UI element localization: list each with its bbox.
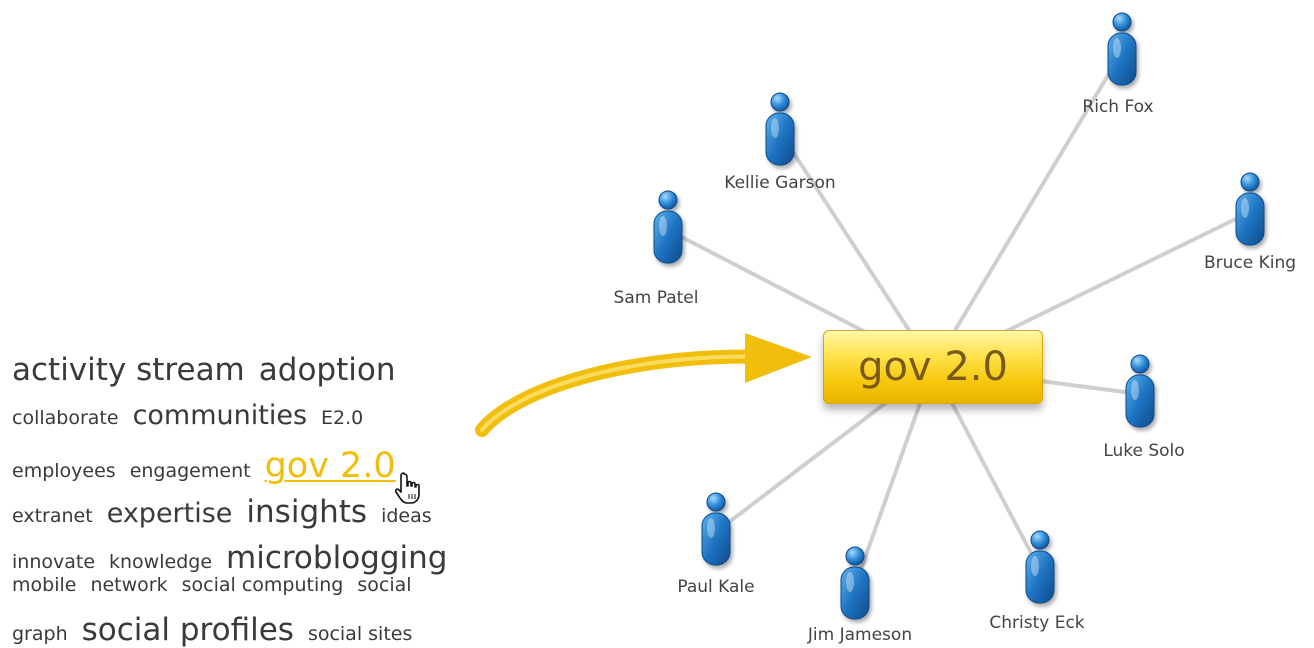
tag-innovate[interactable]: innovate <box>12 551 96 573</box>
person-kellie-garson[interactable]: Kellie Garson <box>724 92 836 193</box>
person-icon <box>1025 530 1055 604</box>
tag-graph[interactable]: graph <box>12 623 68 645</box>
person-jim-jameson[interactable]: Jim Jameson <box>807 546 912 644</box>
tag-ideas[interactable]: ideas <box>381 505 432 527</box>
person-icon <box>765 92 795 166</box>
person-name: Jim Jameson <box>807 625 912 644</box>
person-name: Luke Solo <box>1103 441 1184 461</box>
tag-microblogging[interactable]: microblogging <box>226 540 448 576</box>
hub-label: gov 2.0 <box>858 344 1008 390</box>
tag-expertise[interactable]: expertise <box>106 498 233 529</box>
person-rich-fox[interactable]: Rich Fox <box>1082 12 1154 117</box>
tag-line: graph social profiles social sites <box>12 612 426 648</box>
person-bruce-king[interactable]: Bruce King <box>1204 172 1296 273</box>
person-name: Sam Patel <box>614 288 699 308</box>
tag-adoption[interactable]: adoption <box>258 352 396 388</box>
person-icon <box>1235 172 1265 246</box>
person-icon <box>1125 354 1155 428</box>
tag-line: activity stream adoption <box>12 352 409 388</box>
person-name: Paul Kale <box>677 577 754 597</box>
curved-arrow-icon <box>475 333 812 437</box>
person-christy-eck[interactable]: Christy Eck <box>989 530 1085 633</box>
tag-collaborate[interactable]: collaborate <box>12 407 119 429</box>
hub-node[interactable]: gov 2.0 <box>823 330 1043 404</box>
person-name: Rich Fox <box>1082 97 1153 117</box>
tag-knowledge[interactable]: knowledge <box>109 551 213 573</box>
person-name: Kellie Garson <box>724 173 835 193</box>
person-name: Bruce King <box>1204 253 1296 273</box>
edge-kellie-garson <box>778 130 935 369</box>
person-icon <box>840 546 870 620</box>
tag-network[interactable]: network <box>90 574 168 596</box>
tag-social[interactable]: social <box>357 574 412 596</box>
person-sam-patel[interactable]: Sam Patel <box>614 190 699 308</box>
tag-insights[interactable]: insights <box>246 494 368 530</box>
tag-line: mobile network social computing social <box>12 574 426 596</box>
tag-line: innovate knowledge microblogging <box>12 540 461 576</box>
hand-cursor-icon <box>395 472 420 504</box>
tag-social-sites[interactable]: social sites <box>307 623 413 645</box>
tag-line: extranet expertise insights ideas <box>12 494 446 530</box>
tag-extranet[interactable]: extranet <box>12 505 93 527</box>
tag-line: employees engagement gov 2.0 <box>12 446 410 486</box>
tag-line: collaborate communities E2.0 <box>12 400 377 431</box>
tag-social-computing[interactable]: social computing <box>181 574 344 596</box>
person-luke-solo[interactable]: Luke Solo <box>1103 354 1185 461</box>
edge-rich-fox <box>931 50 1124 369</box>
person-icon <box>1107 12 1137 86</box>
person-icon <box>701 492 731 566</box>
tag-activity-stream[interactable]: activity stream <box>12 352 245 388</box>
person-name: Christy Eck <box>989 613 1084 633</box>
tag-e2-0[interactable]: E2.0 <box>321 407 364 429</box>
person-paul-kale[interactable]: Paul Kale <box>677 492 755 597</box>
tag-mobile[interactable]: mobile <box>12 574 77 596</box>
tag-communities[interactable]: communities <box>132 400 308 431</box>
tag-employees[interactable]: employees <box>12 460 116 482</box>
tag-gov-2-0[interactable]: gov 2.0 <box>264 446 396 486</box>
tag-social-profiles[interactable]: social profiles <box>81 612 294 648</box>
edge-group <box>667 50 1251 587</box>
tag-engagement[interactable]: engagement <box>129 460 251 482</box>
person-icon <box>653 190 683 264</box>
